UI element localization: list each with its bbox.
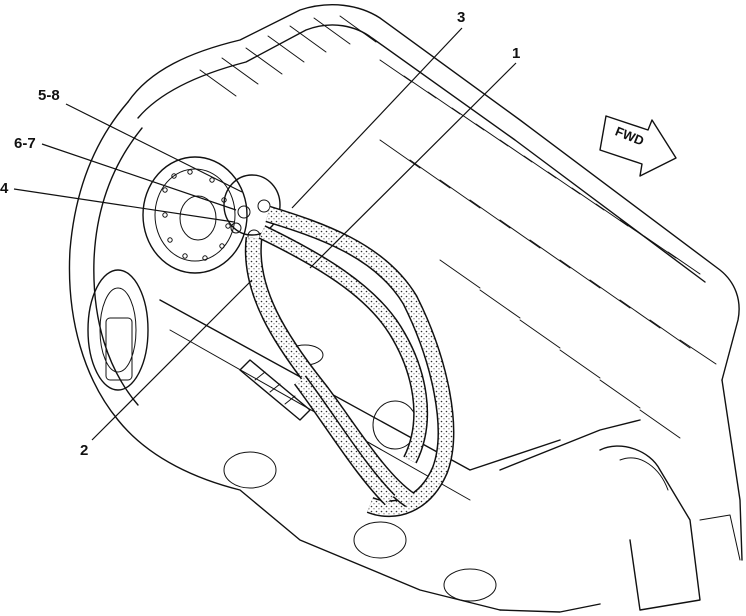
callout-4: 4 [0, 180, 9, 197]
coupler [239, 359, 311, 421]
front-idler [87, 269, 149, 391]
track-assembly [68, 4, 743, 613]
hydraulic-motor [223, 174, 281, 243]
callouts: 3 1 5-8 6-7 4 2 [0, 9, 520, 459]
callout-2: 2 [80, 442, 88, 459]
final-drive [142, 156, 248, 274]
hydraulic-hoses [244, 205, 455, 518]
fwd-arrow-icon: FWD [599, 115, 677, 177]
callout-6-7: 6-7 [14, 135, 36, 152]
callout-3: 3 [457, 9, 465, 26]
track-grousers [199, 15, 717, 439]
callout-1: 1 [512, 45, 520, 62]
callout-5-8: 5-8 [38, 87, 60, 104]
leader-lines [13, 27, 517, 441]
